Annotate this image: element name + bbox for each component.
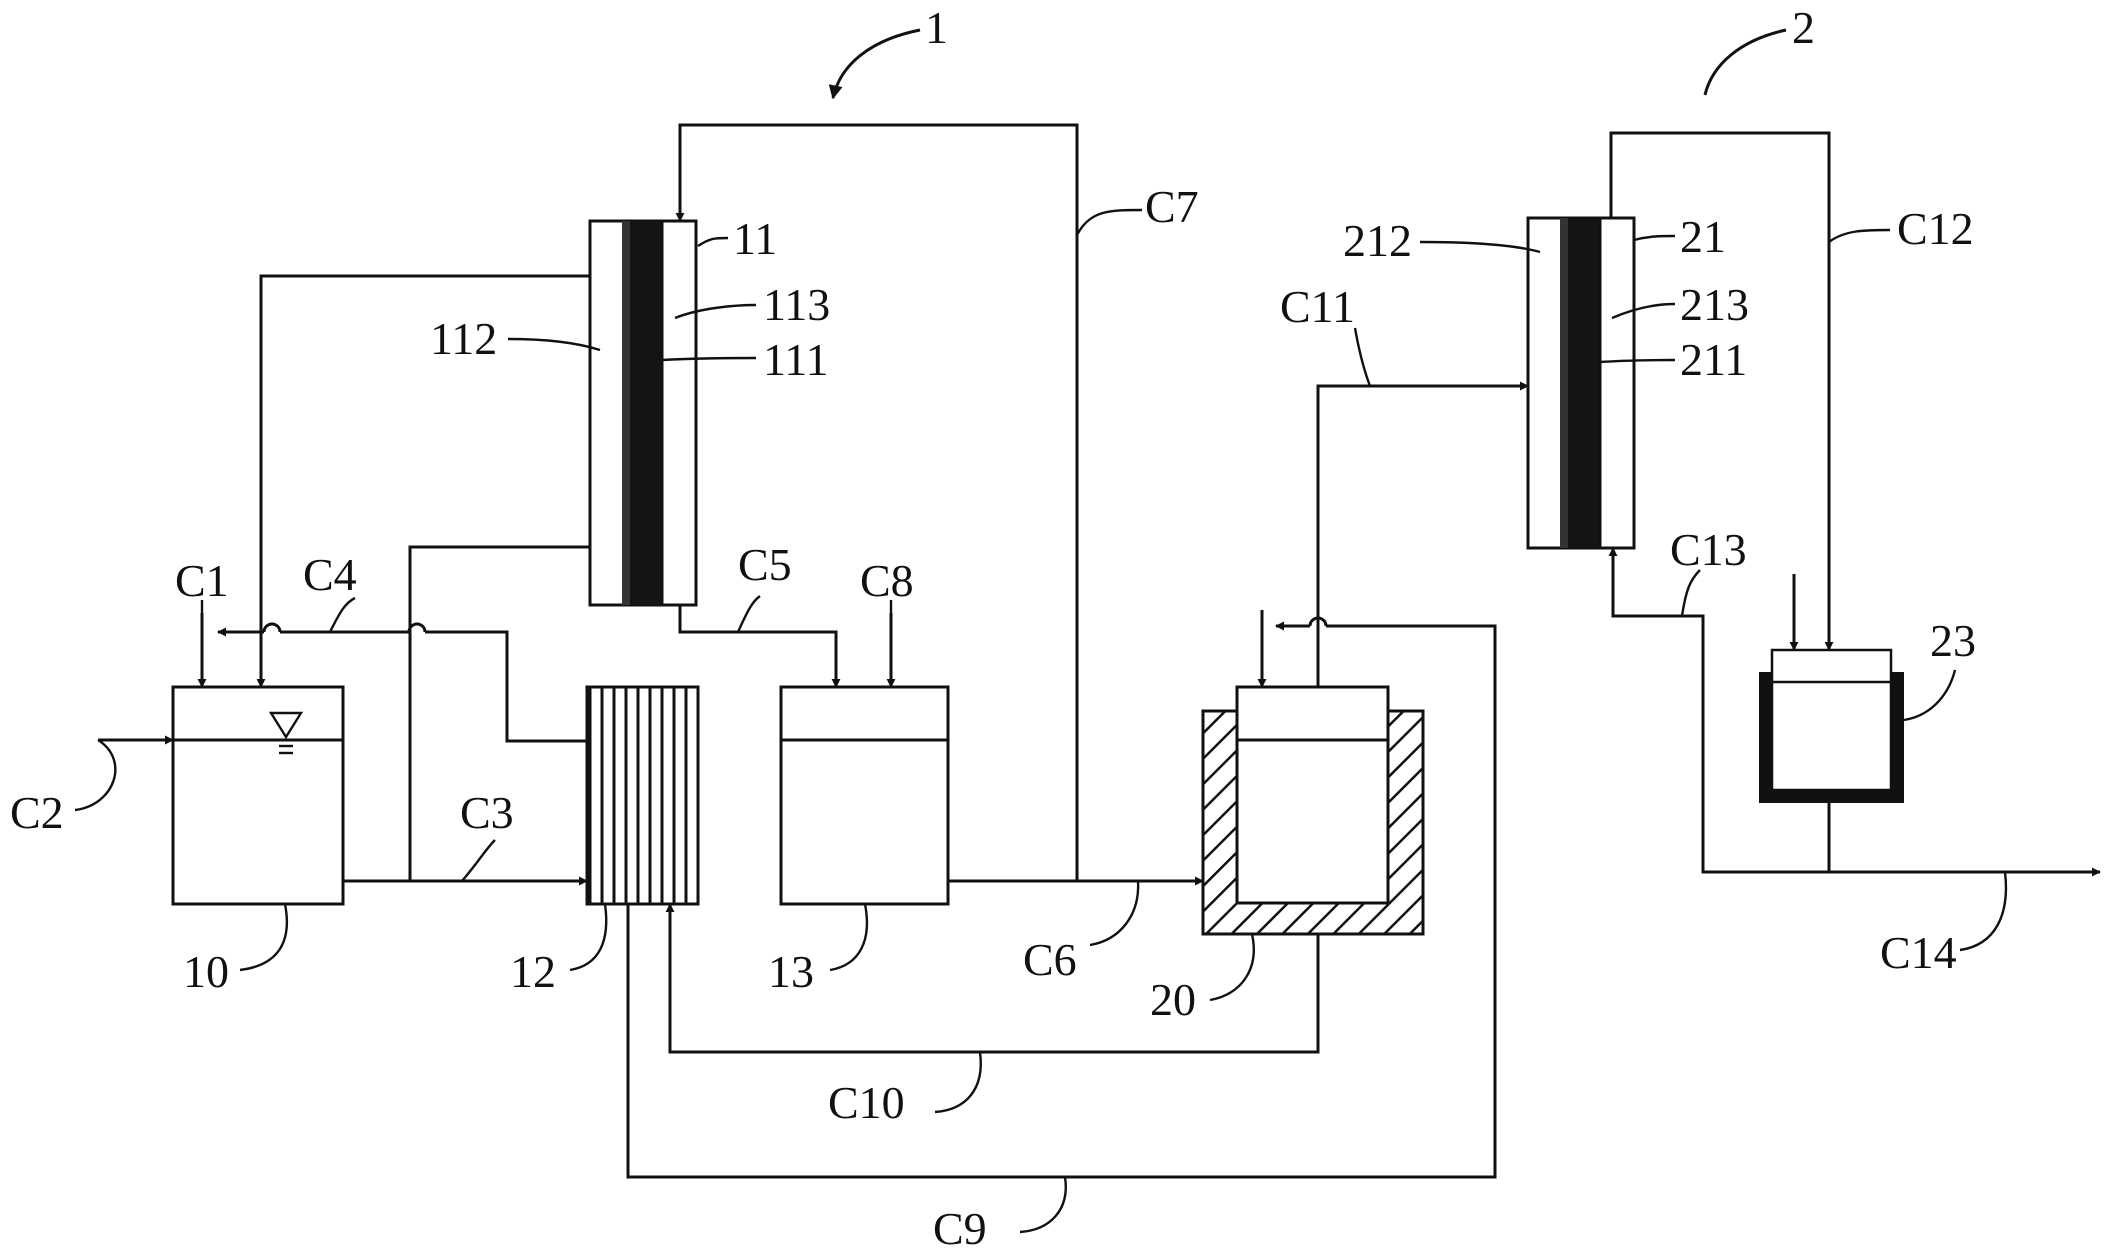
label-stream-c7: C7 <box>1145 181 1199 232</box>
label-stream-c14: C14 <box>1880 927 1957 978</box>
label-unit-12: 12 <box>510 946 556 997</box>
label-unit-21: 21 <box>1680 211 1726 262</box>
label-system-2: 2 <box>1792 2 1815 53</box>
labels: 1 2 11 113 111 112 212 21 213 211 23 10 … <box>10 2 1976 1251</box>
piping <box>98 123 2101 1179</box>
label-unit-111: 111 <box>763 334 829 385</box>
label-stream-c1: C1 <box>175 555 229 606</box>
label-unit-211: 211 <box>1680 334 1747 385</box>
label-system-1: 1 <box>925 2 948 53</box>
label-unit-112: 112 <box>430 313 497 364</box>
label-unit-10: 10 <box>183 946 229 997</box>
vessel-23 <box>1759 648 1904 803</box>
tank-13 <box>779 685 950 906</box>
label-stream-c5: C5 <box>738 539 792 590</box>
label-stream-c6: C6 <box>1023 934 1077 985</box>
leader-lines <box>74 28 2008 1234</box>
membrane-module-21 <box>1526 216 1636 550</box>
membrane-module-11 <box>588 219 698 607</box>
label-unit-212: 212 <box>1343 215 1412 266</box>
label-stream-c12: C12 <box>1897 203 1974 254</box>
label-stream-c13: C13 <box>1670 524 1747 575</box>
label-unit-213: 213 <box>1680 279 1749 330</box>
label-unit-113: 113 <box>763 279 830 330</box>
heat-exchanger-12 <box>585 685 700 906</box>
label-stream-c4: C4 <box>303 549 357 600</box>
label-unit-20: 20 <box>1150 974 1196 1025</box>
label-stream-c9: C9 <box>933 1203 987 1251</box>
label-unit-13: 13 <box>768 946 814 997</box>
reactor-20 <box>1201 685 1425 936</box>
label-unit-23: 23 <box>1930 615 1976 666</box>
label-stream-c2: C2 <box>10 787 64 838</box>
water-level-icon <box>268 711 304 740</box>
label-stream-c11: C11 <box>1280 281 1355 332</box>
tank-10 <box>171 685 345 906</box>
label-stream-c8: C8 <box>860 555 914 606</box>
label-stream-c3: C3 <box>460 787 514 838</box>
label-stream-c10: C10 <box>828 1077 905 1128</box>
label-unit-11: 11 <box>733 213 777 264</box>
